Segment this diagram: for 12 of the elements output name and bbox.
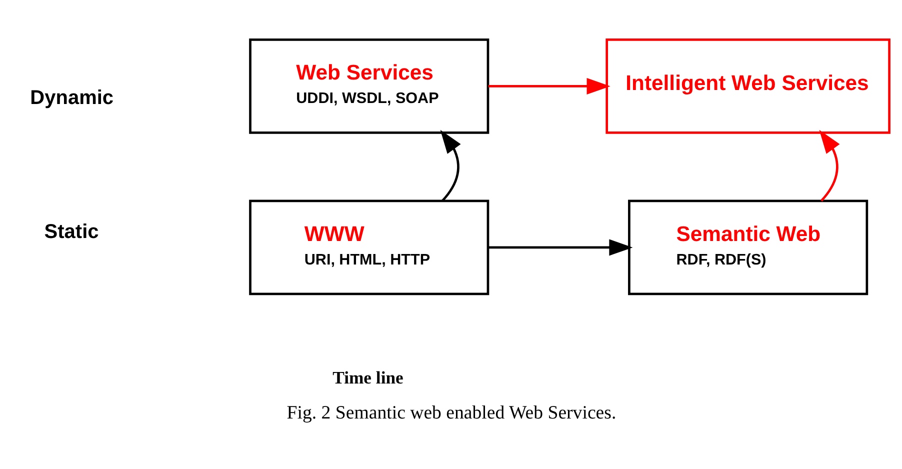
arrow	[440, 130, 460, 202]
arrow	[488, 239, 632, 256]
arrow	[818, 130, 840, 202]
caption: Fig. 2 Semantic web enabled Web Services.	[286, 402, 616, 424]
node-box: Intelligent Web Services	[605, 38, 890, 134]
label: Dynamic	[30, 86, 114, 109]
label: Time line	[332, 367, 403, 388]
node-box: WWW URI, HTML, HTTP	[248, 200, 489, 296]
node-box: Semantic Web RDF, RDF(S)	[628, 200, 868, 296]
label: Static	[44, 221, 98, 244]
node-box: Web Services UDDI, WSDL, SOAP	[248, 38, 489, 134]
arrow	[488, 78, 610, 94]
